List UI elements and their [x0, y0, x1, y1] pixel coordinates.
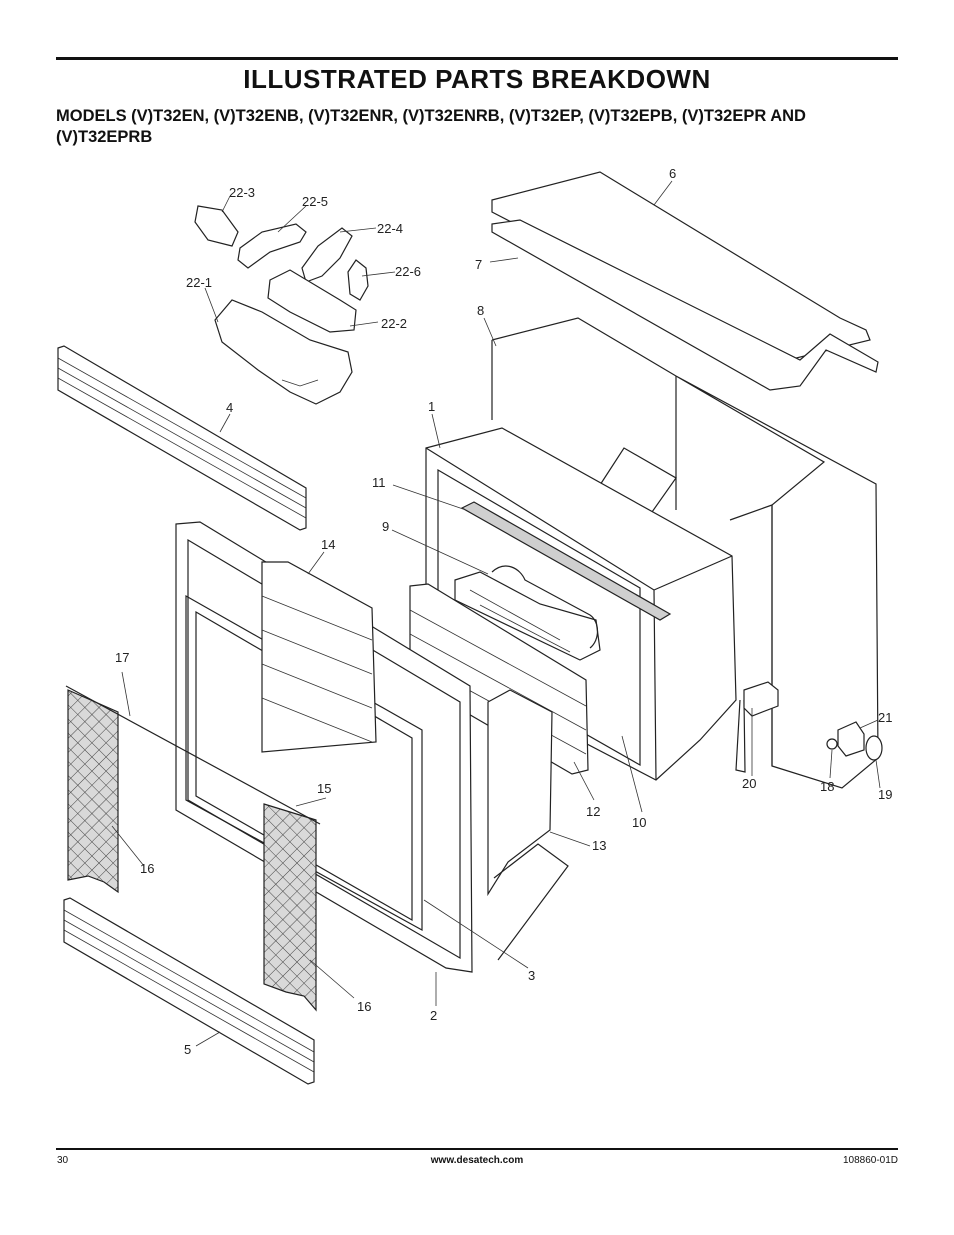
callout-22-4: 22-4 — [377, 221, 403, 236]
page-number: 30 — [57, 1155, 69, 1166]
log-set — [194, 205, 369, 405]
callout-22-5: 22-5 — [302, 194, 328, 209]
callout-16-left: 16 — [140, 861, 154, 876]
document-number: 108860-01D — [842, 1155, 898, 1166]
callout-12: 12 — [586, 804, 600, 819]
screens — [65, 685, 321, 1012]
page-title: ILLUSTRATED PARTS BREAKDOWN — [243, 64, 711, 94]
trim-bottom — [63, 897, 315, 1085]
callout-9: 9 — [382, 519, 389, 534]
brick-panel-side — [261, 561, 377, 753]
callout-22-6: 22-6 — [395, 264, 421, 279]
gas-fittings — [743, 681, 883, 761]
callout-19: 19 — [878, 787, 892, 802]
callout-3: 3 — [528, 968, 535, 983]
callout-14: 14 — [321, 537, 335, 552]
models-heading: MODELS (V)T32EN, (V)T32ENB, (V)T32ENR, (… — [56, 107, 806, 146]
callout-22-2: 22-2 — [381, 316, 407, 331]
callout-7: 7 — [475, 257, 482, 272]
callout-2: 2 — [430, 1008, 437, 1023]
leader-lines — [111, 180, 881, 1047]
side-panel — [487, 689, 569, 961]
callout-16-right: 16 — [357, 999, 371, 1014]
callout-15: 15 — [317, 781, 331, 796]
callout-5: 5 — [184, 1042, 191, 1057]
callout-1: 1 — [428, 399, 435, 414]
callout-17: 17 — [115, 650, 129, 665]
callout-6: 6 — [669, 166, 676, 181]
exploded-parts-diagram: 22-3 22-5 22-4 22-6 22-1 22-2 6 7 8 4 1 … — [57, 166, 892, 1085]
callout-10: 10 — [632, 815, 646, 830]
header-rule — [56, 57, 898, 60]
callout-8: 8 — [477, 303, 484, 318]
callout-13: 13 — [592, 838, 606, 853]
website-link[interactable]: www.desatech.com — [430, 1155, 524, 1166]
callout-11: 11 — [372, 475, 386, 490]
callout-20: 20 — [742, 776, 756, 791]
callout-22-1: 22-1 — [186, 275, 212, 290]
top-panel — [491, 171, 879, 391]
callout-22-3: 22-3 — [229, 185, 255, 200]
footer-rule — [56, 1148, 898, 1150]
callout-18: 18 — [820, 779, 834, 794]
callout-21: 21 — [878, 710, 892, 725]
trim-top — [57, 345, 307, 531]
burner — [454, 565, 601, 661]
callout-labels: 22-3 22-5 22-4 22-6 22-1 22-2 6 7 8 4 1 … — [115, 166, 892, 1057]
callout-4: 4 — [226, 400, 233, 415]
